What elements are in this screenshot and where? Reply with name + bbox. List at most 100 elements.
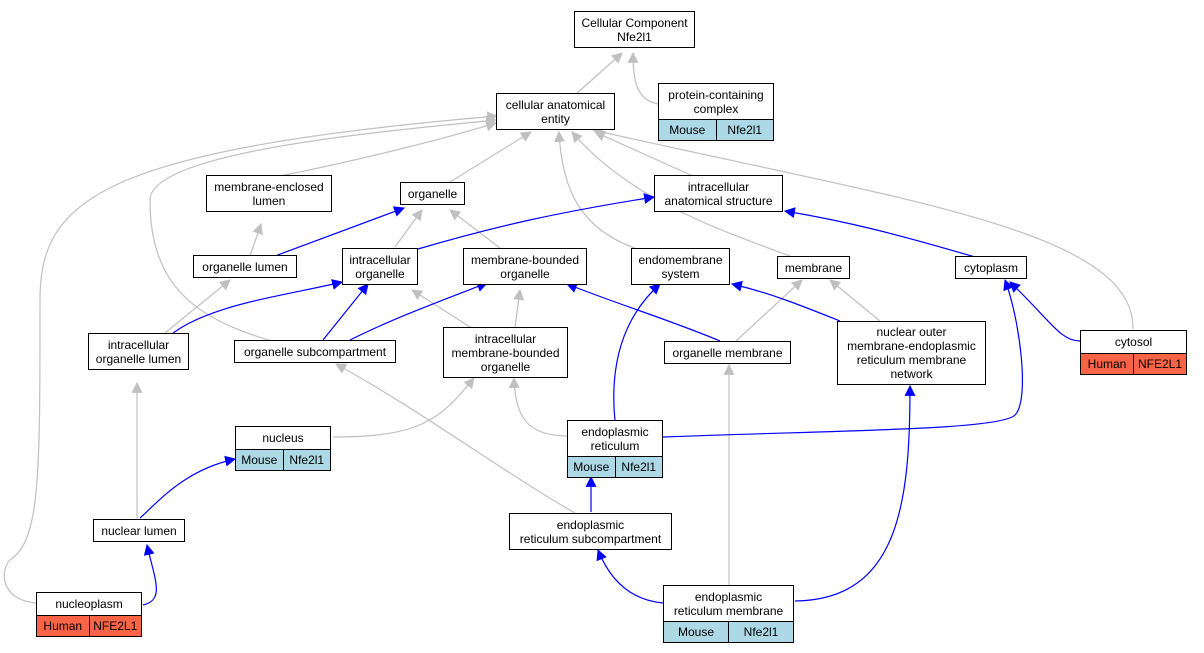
node-label: organelle subcompartment (243, 344, 387, 359)
node-intracellular-membrane-bounded-organelle[interactable]: intracellular membrane-bounded organelle (443, 327, 568, 378)
edge-iol-orgl (159, 279, 231, 338)
edge-cytosol-cyt (1009, 281, 1081, 342)
annotation-row: Human NFE2L1 (37, 615, 141, 636)
species-label: Human (1081, 354, 1133, 374)
node-label: endoplasmic reticulum subcompartment (519, 517, 662, 546)
edge-erm-nom (794, 384, 916, 602)
species-label: Mouse (659, 120, 716, 140)
node-label: nuclear lumen (101, 523, 177, 538)
edge-nom-ems (730, 280, 841, 322)
edge-er-cyt (662, 278, 1023, 438)
annotation-row: Mouse Nfe2l1 (664, 621, 793, 642)
node-er-membrane[interactable]: endoplasmic reticulum membrane Mouse Nfe… (663, 585, 794, 643)
edge-er-ems (613, 283, 661, 422)
species-label: Mouse (236, 450, 283, 470)
edge-om-mbo (565, 282, 721, 342)
node-nuclear-outer-membrane-er-network[interactable]: nuclear outer membrane-endoplasmic retic… (837, 321, 986, 385)
node-cellular-component[interactable]: Cellular Component Nfe2l1 (574, 11, 695, 48)
node-endomembrane-system[interactable]: endomembrane system (631, 248, 730, 285)
edge-mel-cae (274, 120, 498, 178)
edge-org-cae (449, 131, 532, 183)
node-label: endoplasmic reticulum membrane (673, 589, 784, 618)
node-label: intracellular organelle (349, 252, 411, 281)
node-organelle-subcompartment[interactable]: organelle subcompartment (234, 340, 396, 363)
edge-nl-nuc (139, 455, 237, 519)
edge-imbo-io (411, 289, 471, 328)
node-nucleus[interactable]: nucleus Mouse Nfe2l1 (235, 426, 331, 471)
node-label: endomembrane system (638, 252, 723, 281)
edge-cyt-ias (783, 207, 976, 258)
node-label: Cellular Component Nfe2l1 (581, 15, 688, 44)
species-label: Mouse (664, 622, 728, 642)
node-label: cytoplasm (963, 260, 1019, 275)
node-membrane-bounded-organelle[interactable]: membrane-bounded organelle (463, 248, 587, 285)
node-label: cytosol (1114, 335, 1153, 349)
edge-erm-ersc (596, 548, 664, 604)
annotation-row: Human NFE2L1 (1081, 353, 1186, 374)
edge-osc-io (322, 283, 369, 341)
node-membrane-enclosed-lumen[interactable]: membrane-enclosed lumen (206, 175, 332, 212)
annotation-row: Mouse Nfe2l1 (568, 456, 662, 477)
edge-np-cae (3, 111, 499, 604)
annotation-row: Mouse Nfe2l1 (236, 449, 330, 470)
node-label: endoplasmic reticulum (581, 424, 649, 453)
node-label: cellular anatomical entity (505, 97, 606, 126)
node-nuclear-lumen[interactable]: nuclear lumen (93, 519, 185, 542)
node-label: intracellular organelle lumen (95, 337, 182, 366)
node-cellular-anatomical-entity[interactable]: cellular anatomical entity (496, 93, 615, 130)
edge-io-ias (417, 193, 656, 250)
node-organelle-lumen[interactable]: organelle lumen (193, 255, 297, 278)
node-intracellular-organelle[interactable]: intracellular organelle (342, 248, 418, 285)
node-intracellular-anatomical-structure[interactable]: intracellular anatomical structure (654, 175, 783, 212)
edge-io-org (394, 209, 423, 248)
node-label: nuclear outer membrane-endoplasmic retic… (847, 325, 976, 381)
edge-osc-cae (149, 115, 498, 343)
node-label: protein-containing complex (668, 87, 764, 116)
gene-label: Nfe2l1 (715, 120, 773, 140)
edge-cae-cc (574, 52, 623, 96)
node-label: organelle (407, 186, 458, 201)
node-endoplasmic-reticulum[interactable]: endoplasmic reticulum Mouse Nfe2l1 (567, 420, 663, 478)
node-intracellular-organelle-lumen[interactable]: intracellular organelle lumen (88, 333, 189, 370)
edge-nom-mem (829, 279, 881, 322)
gene-label: Nfe2l1 (282, 450, 330, 470)
species-label: Human (37, 616, 89, 636)
node-organelle[interactable]: organelle (400, 182, 465, 205)
edge-osc-mbo (349, 281, 489, 341)
edge-om-mem (734, 279, 803, 343)
node-label: organelle lumen (202, 259, 288, 274)
gene-label: Nfe2l1 (614, 457, 662, 477)
node-cytosol[interactable]: cytosol Human NFE2L1 (1080, 330, 1187, 375)
node-label: nucleoplasm (55, 597, 123, 611)
node-nucleoplasm[interactable]: nucleoplasm Human NFE2L1 (36, 592, 142, 637)
edge-ems-cae (554, 130, 641, 251)
node-er-subcompartment[interactable]: endoplasmic reticulum subcompartment (509, 513, 672, 550)
gene-label: NFE2L1 (88, 616, 141, 636)
node-label: nucleus (262, 431, 304, 445)
edge-mbo-org (449, 209, 501, 249)
edge-nuc-imbo (332, 377, 475, 438)
gene-label: Nfe2l1 (728, 622, 793, 642)
edge-orgl-mel (249, 222, 263, 257)
node-label: membrane-bounded organelle (470, 252, 580, 281)
gene-label: NFE2L1 (1133, 354, 1186, 374)
species-label: Mouse (568, 457, 615, 477)
edge-np-nl (142, 543, 157, 606)
node-membrane[interactable]: membrane (777, 256, 850, 279)
edge-ias-cae (593, 131, 696, 178)
annotation-row: Mouse Nfe2l1 (659, 119, 773, 140)
node-organelle-membrane[interactable]: organelle membrane (664, 341, 791, 364)
node-label: intracellular membrane-bounded organelle (451, 331, 560, 374)
node-label: membrane-enclosed lumen (214, 179, 324, 208)
node-label: intracellular anatomical structure (664, 179, 773, 208)
edge-orgl-org (274, 206, 406, 257)
node-cytoplasm[interactable]: cytoplasm (955, 256, 1027, 279)
node-label: organelle membrane (672, 345, 783, 360)
edge-ersc-osc (335, 363, 576, 514)
edge-cytosol-cae (591, 126, 1134, 330)
node-label: membrane (784, 260, 843, 275)
edge-iol-io (164, 279, 344, 341)
edge-er-imbo (508, 376, 569, 437)
node-protein-containing-complex[interactable]: protein-containing complex Mouse Nfe2l1 (658, 83, 774, 141)
